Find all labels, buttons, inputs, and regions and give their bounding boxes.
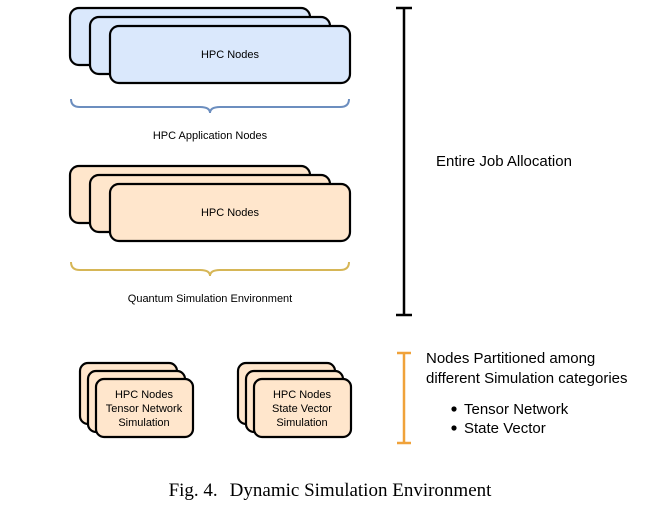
figure-caption: Fig. 4. Dynamic Simulation Environment (0, 480, 660, 502)
hpc-application-brace (70, 98, 350, 114)
job-allocation-bar (396, 6, 412, 317)
partition-line-1: Nodes Partitioned among (426, 350, 595, 367)
partition-bar (397, 351, 411, 445)
state-line-2: State Vector (272, 403, 332, 415)
bullet-tensor-network: Tensor Network (464, 401, 569, 418)
caption-title: Dynamic Simulation Environment (229, 480, 492, 501)
tensor-line-1: HPC Nodes (115, 389, 174, 401)
state-line-1: HPC Nodes (273, 389, 332, 401)
diagram-canvas: HPC Nodes HPC Application Nodes HPC Node… (68, 6, 628, 445)
tensor-line-2: Tensor Network (106, 403, 183, 415)
job-allocation-label: Entire Job Allocation (436, 153, 572, 170)
quantum-node-card-front (108, 182, 352, 243)
hpc-node-stack: HPC Nodes (68, 6, 352, 85)
hpc-node-card-front (108, 24, 352, 85)
caption-fig-number: Fig. 4. (168, 480, 218, 501)
quantum-node-stack: HPC Nodes (68, 164, 352, 243)
bullet-dot-2 (451, 425, 457, 431)
state-card-front (252, 377, 353, 439)
bullet-state-vector: State Vector (464, 420, 546, 437)
hpc-application-label: HPC Application Nodes (153, 130, 268, 142)
tensor-card-front (94, 377, 195, 439)
tensor-line-3: Simulation (118, 417, 169, 429)
state-vector-stack: HPC Nodes State Vector Simulation (236, 361, 353, 439)
bullet-dot-1 (451, 406, 457, 412)
state-line-3: Simulation (276, 417, 327, 429)
tensor-network-stack: HPC Nodes Tensor Network Simulation (78, 361, 195, 439)
quantum-simulation-brace (70, 261, 350, 277)
quantum-simulation-label: Quantum Simulation Environment (128, 293, 292, 305)
quantum-node-label: HPC Nodes (201, 207, 260, 219)
hpc-node-label: HPC Nodes (201, 49, 260, 61)
partition-line-2: different Simulation categories (426, 370, 628, 387)
